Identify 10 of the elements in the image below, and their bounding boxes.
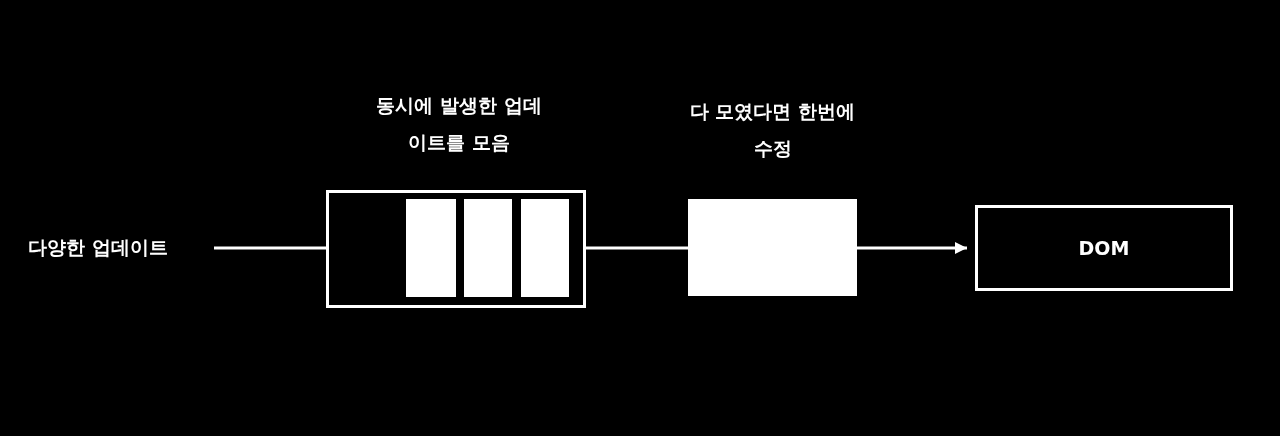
label-text: 다양한 업데이트 — [28, 230, 208, 266]
heading-text: 동시에 발생한 업데이트를 모음 — [375, 93, 543, 155]
update-bar — [521, 199, 569, 297]
dom-box: DOM — [975, 205, 1233, 291]
connector-line — [214, 246, 326, 250]
update-bar — [406, 199, 456, 297]
arrow — [857, 242, 967, 254]
connector-line — [586, 246, 688, 250]
update-bar — [464, 199, 512, 297]
heading-text: 다 모였다면 한번에 수정 — [688, 99, 857, 161]
